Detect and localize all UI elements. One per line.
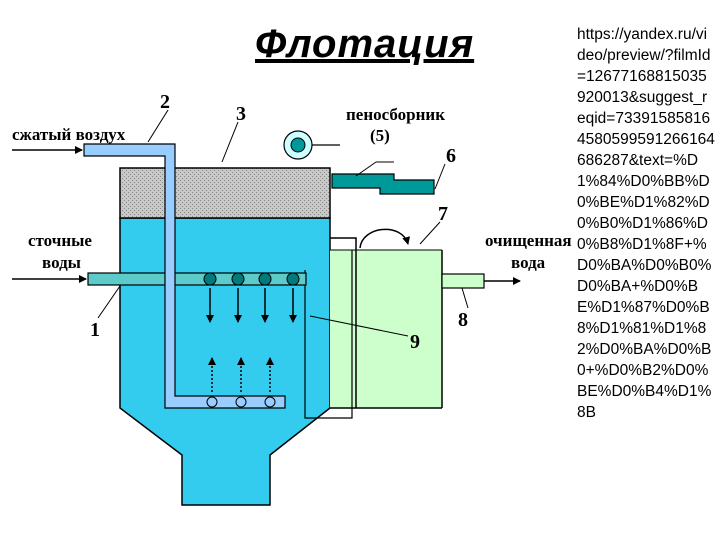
clean-water-label-line1: очищенная xyxy=(485,231,572,250)
clean-water-label-line2: вода xyxy=(511,253,546,272)
nozzle xyxy=(286,272,300,286)
tank-water xyxy=(119,217,331,506)
air-diffuser xyxy=(264,396,276,408)
air-diffuser xyxy=(206,396,218,408)
number-8: 8 xyxy=(458,309,468,331)
partition-9 xyxy=(330,237,357,408)
wastewater-pipe xyxy=(87,272,307,286)
number-9: 9 xyxy=(410,331,420,353)
foam-layer xyxy=(119,167,331,219)
nozzle xyxy=(203,272,217,286)
wastewater-label-line2: воды xyxy=(42,253,81,272)
nozzle xyxy=(258,272,272,286)
number-6: 6 xyxy=(446,145,456,167)
clean-water-outlet xyxy=(441,273,485,289)
clean-water-zone xyxy=(330,250,442,408)
foam-collector-label: пеносборник xyxy=(346,105,445,124)
compressed-air-label: сжатый воздух xyxy=(12,125,126,144)
source-url[interactable]: https://yandex.ru/video/preview/?filmId=… xyxy=(577,26,715,421)
number-3: 3 xyxy=(236,103,246,125)
air-pipe xyxy=(83,143,286,409)
number-1: 1 xyxy=(90,319,100,341)
number-7: 7 xyxy=(438,203,448,225)
air-diffuser xyxy=(235,396,247,408)
foam-collector-number: (5) xyxy=(370,126,390,145)
nozzle xyxy=(231,272,245,286)
number-2: 2 xyxy=(160,91,170,113)
circulation-line xyxy=(304,250,353,419)
overflow-arrow xyxy=(359,228,411,249)
wastewater-label-line1: сточные xyxy=(28,231,92,250)
foam-collector xyxy=(283,130,435,195)
page-title: Флотация xyxy=(255,22,475,66)
